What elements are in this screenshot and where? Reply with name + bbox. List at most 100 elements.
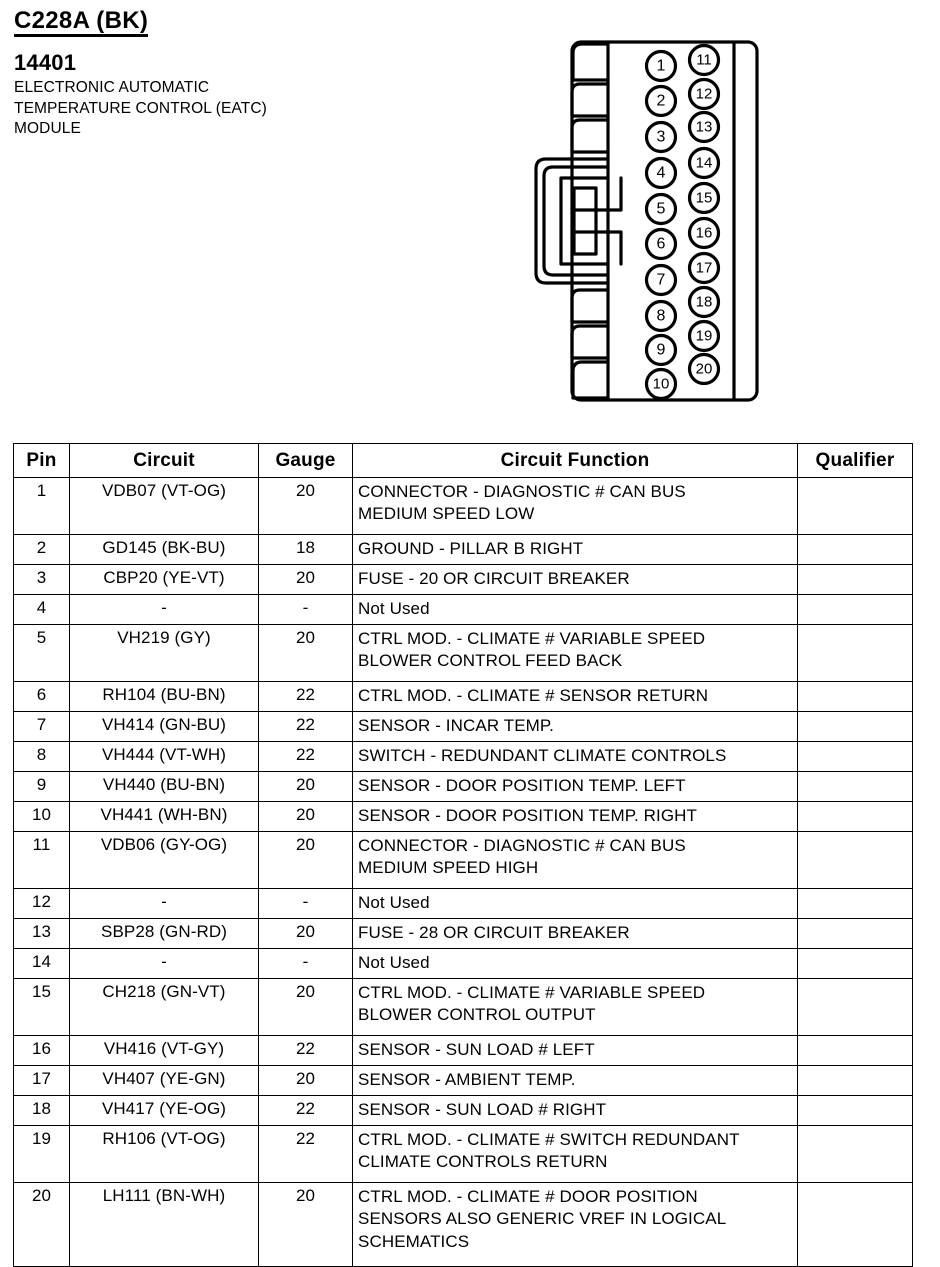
circuit-function-line: Not Used bbox=[358, 953, 430, 972]
cell-gauge: 20 bbox=[258, 978, 353, 1036]
circuit-function-line: Not Used bbox=[358, 893, 430, 912]
cell-circuit-function: FUSE - 20 OR CIRCUIT BREAKER bbox=[352, 564, 798, 595]
cell-pin: 1 bbox=[13, 477, 70, 535]
cell-qualifier bbox=[797, 1125, 913, 1183]
cell-pin: 9 bbox=[13, 771, 70, 802]
cell-gauge: 20 bbox=[258, 801, 353, 832]
pin-marker-6: 6 bbox=[644, 227, 678, 261]
cell-gauge: - bbox=[258, 594, 353, 625]
cell-gauge: 20 bbox=[258, 1182, 353, 1267]
cell-circuit: VH440 (BU-BN) bbox=[69, 771, 259, 802]
cell-pin: 6 bbox=[13, 681, 70, 712]
document-header: C228A (BK) 14401 ELECTRONIC AUTOMATIC TE… bbox=[14, 8, 434, 140]
circuit-function-line: GROUND - PILLAR B RIGHT bbox=[358, 539, 584, 558]
svg-text:10: 10 bbox=[653, 376, 670, 393]
cell-circuit: CH218 (GN-VT) bbox=[69, 978, 259, 1036]
cell-circuit-function: SWITCH - REDUNDANT CLIMATE CONTROLS bbox=[352, 741, 798, 772]
cell-circuit: VH219 (GY) bbox=[69, 624, 259, 682]
table-header-row: Pin Circuit Gauge Circuit Function Quali… bbox=[13, 443, 913, 478]
cell-pin: 14 bbox=[13, 948, 70, 979]
cell-circuit: VDB07 (VT-OG) bbox=[69, 477, 259, 535]
svg-text:1: 1 bbox=[657, 58, 666, 75]
cell-qualifier bbox=[797, 888, 913, 919]
circuit-function-line: CLIMATE CONTROLS RETURN bbox=[358, 1152, 608, 1172]
cell-circuit: VH441 (WH-BN) bbox=[69, 801, 259, 832]
circuit-function-line: FUSE - 28 OR CIRCUIT BREAKER bbox=[358, 923, 630, 942]
connector-tab bbox=[570, 324, 610, 360]
cell-pin: 15 bbox=[13, 978, 70, 1036]
circuit-function-line: SENSOR - AMBIENT TEMP. bbox=[358, 1070, 576, 1089]
cell-circuit: - bbox=[69, 948, 259, 979]
svg-text:2: 2 bbox=[657, 93, 666, 110]
cell-circuit: LH111 (BN-WH) bbox=[69, 1182, 259, 1267]
cell-circuit-function: SENSOR - SUN LOAD # RIGHT bbox=[352, 1095, 798, 1126]
cell-pin: 19 bbox=[13, 1125, 70, 1183]
module-description: ELECTRONIC AUTOMATIC TEMPERATURE CONTROL… bbox=[14, 78, 434, 139]
column-header-pin: Pin bbox=[13, 443, 70, 478]
cell-qualifier bbox=[797, 801, 913, 832]
pin-marker-9: 9 bbox=[644, 333, 678, 367]
circuit-function-line: CTRL MOD. - CLIMATE # VARIABLE SPEED bbox=[358, 629, 706, 648]
pin-marker-10: 10 bbox=[644, 367, 678, 401]
cell-gauge: 22 bbox=[258, 1125, 353, 1183]
module-description-line: MODULE bbox=[14, 120, 81, 138]
cell-qualifier bbox=[797, 594, 913, 625]
circuit-function-line: BLOWER CONTROL OUTPUT bbox=[358, 1005, 596, 1025]
pin-marker-16: 16 bbox=[687, 216, 721, 250]
cell-qualifier bbox=[797, 564, 913, 595]
cell-pin: 16 bbox=[13, 1035, 70, 1066]
cell-circuit: - bbox=[69, 888, 259, 919]
circuit-function-line: SWITCH - REDUNDANT CLIMATE CONTROLS bbox=[358, 746, 727, 765]
cell-circuit-function: GROUND - PILLAR B RIGHT bbox=[352, 534, 798, 565]
pin-marker-1: 1 bbox=[644, 49, 678, 83]
cell-circuit-function: Not Used bbox=[352, 948, 798, 979]
connector-tab bbox=[570, 288, 610, 324]
cell-pin: 2 bbox=[13, 534, 70, 565]
cell-qualifier bbox=[797, 978, 913, 1036]
table-row: 4--Not Used bbox=[13, 594, 913, 625]
svg-text:15: 15 bbox=[696, 190, 713, 207]
cell-circuit: - bbox=[69, 594, 259, 625]
connector-latch-step bbox=[594, 230, 623, 266]
pin-marker-2: 2 bbox=[644, 84, 678, 118]
cell-circuit: VH417 (YE-OG) bbox=[69, 1095, 259, 1126]
pin-marker-19: 19 bbox=[687, 319, 721, 353]
module-description-line: ELECTRONIC AUTOMATIC bbox=[14, 79, 210, 97]
cell-gauge: 20 bbox=[258, 1065, 353, 1096]
cell-qualifier bbox=[797, 1035, 913, 1066]
cell-pin: 7 bbox=[13, 711, 70, 742]
cell-qualifier bbox=[797, 1182, 913, 1267]
svg-text:6: 6 bbox=[657, 236, 666, 253]
cell-pin: 12 bbox=[13, 888, 70, 919]
connector-pinout-diagram: 1 2 3 4 5 6 7 bbox=[520, 28, 800, 418]
cell-circuit: SBP28 (GN-RD) bbox=[69, 918, 259, 949]
module-description-line: TEMPERATURE CONTROL (EATC) bbox=[14, 99, 267, 117]
pin-marker-4: 4 bbox=[644, 156, 678, 190]
circuit-function-line: BLOWER CONTROL FEED BACK bbox=[358, 651, 623, 671]
pin-marker-8: 8 bbox=[644, 299, 678, 333]
connector-latch-slot bbox=[572, 186, 598, 256]
cell-pin: 8 bbox=[13, 741, 70, 772]
cell-gauge: 20 bbox=[258, 771, 353, 802]
cell-pin: 17 bbox=[13, 1065, 70, 1096]
circuit-function-line: SENSOR - DOOR POSITION TEMP. LEFT bbox=[358, 776, 686, 795]
svg-text:17: 17 bbox=[696, 260, 713, 277]
svg-text:7: 7 bbox=[657, 272, 666, 289]
cell-pin: 11 bbox=[13, 831, 70, 889]
circuit-function-line: MEDIUM SPEED LOW bbox=[358, 504, 535, 524]
cell-qualifier bbox=[797, 624, 913, 682]
circuit-function-line: FUSE - 20 OR CIRCUIT BREAKER bbox=[358, 569, 630, 588]
connector-tab bbox=[571, 360, 610, 400]
svg-text:14: 14 bbox=[696, 155, 713, 172]
